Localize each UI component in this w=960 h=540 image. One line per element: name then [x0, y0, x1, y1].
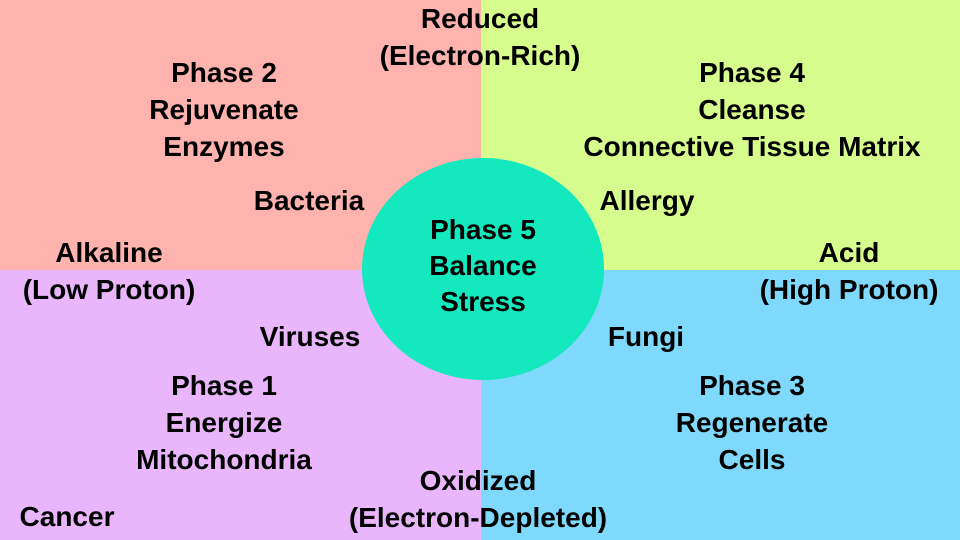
phase5-action: Balance: [429, 250, 537, 281]
axis-bottom-line-2: (Electron-Depleted): [348, 502, 608, 533]
axis-right-line-1: Acid: [818, 237, 880, 268]
phase5-title: Phase 5: [430, 214, 536, 245]
phase3-target: Cells: [718, 444, 786, 475]
axis-left-line-1: Alkaline: [55, 237, 163, 268]
axis-left-line-2: (Low Proton): [22, 274, 196, 305]
center-circle: [362, 158, 604, 380]
phase2-label: Phase 2 Rejuvenate Enzymes: [104, 54, 344, 165]
phase2-action: Rejuvenate: [149, 94, 299, 125]
phase2-target: Enzymes: [163, 131, 285, 162]
phase3-title: Phase 3: [699, 370, 805, 401]
phase3-action: Regenerate: [675, 407, 829, 438]
viruses-label: Viruses: [259, 321, 361, 352]
bacteria-label: Bacteria: [253, 185, 365, 216]
fungi-label: Fungi: [607, 321, 685, 352]
phase2-title: Phase 2: [171, 57, 277, 88]
allergy-label: Allergy: [599, 185, 695, 216]
phase1-action: Energize: [165, 407, 283, 438]
cancer-label: Cancer: [19, 501, 115, 532]
phase1-label: Phase 1 Energize Mitochondria: [104, 367, 344, 478]
phase1-title: Phase 1: [171, 370, 277, 401]
phase4-label: Phase 4 Cleanse Connective Tissue Matrix: [548, 54, 956, 165]
axis-bottom-line-1: Oxidized: [419, 465, 537, 496]
phase5-label: Phase 5 Balance Stress: [383, 212, 583, 320]
axis-top-line-1: Reduced: [420, 3, 540, 34]
phase4-target: Connective Tissue Matrix: [583, 131, 921, 162]
phase1-target: Mitochondria: [136, 444, 312, 475]
phase3-label: Phase 3 Regenerate Cells: [632, 367, 872, 478]
axis-top-line-2: (Electron-Rich): [379, 40, 581, 71]
phase4-title: Phase 4: [699, 57, 805, 88]
axis-right-line-2: (High Proton): [759, 274, 939, 305]
axis-right-label: Acid (High Proton): [740, 234, 958, 308]
axis-left-label: Alkaline (Low Proton): [0, 234, 218, 308]
phase4-action: Cleanse: [698, 94, 806, 125]
axis-top-label: Reduced (Electron-Rich): [330, 0, 630, 74]
phase5-target: Stress: [440, 286, 526, 317]
axis-bottom-label: Oxidized (Electron-Depleted): [300, 462, 656, 536]
